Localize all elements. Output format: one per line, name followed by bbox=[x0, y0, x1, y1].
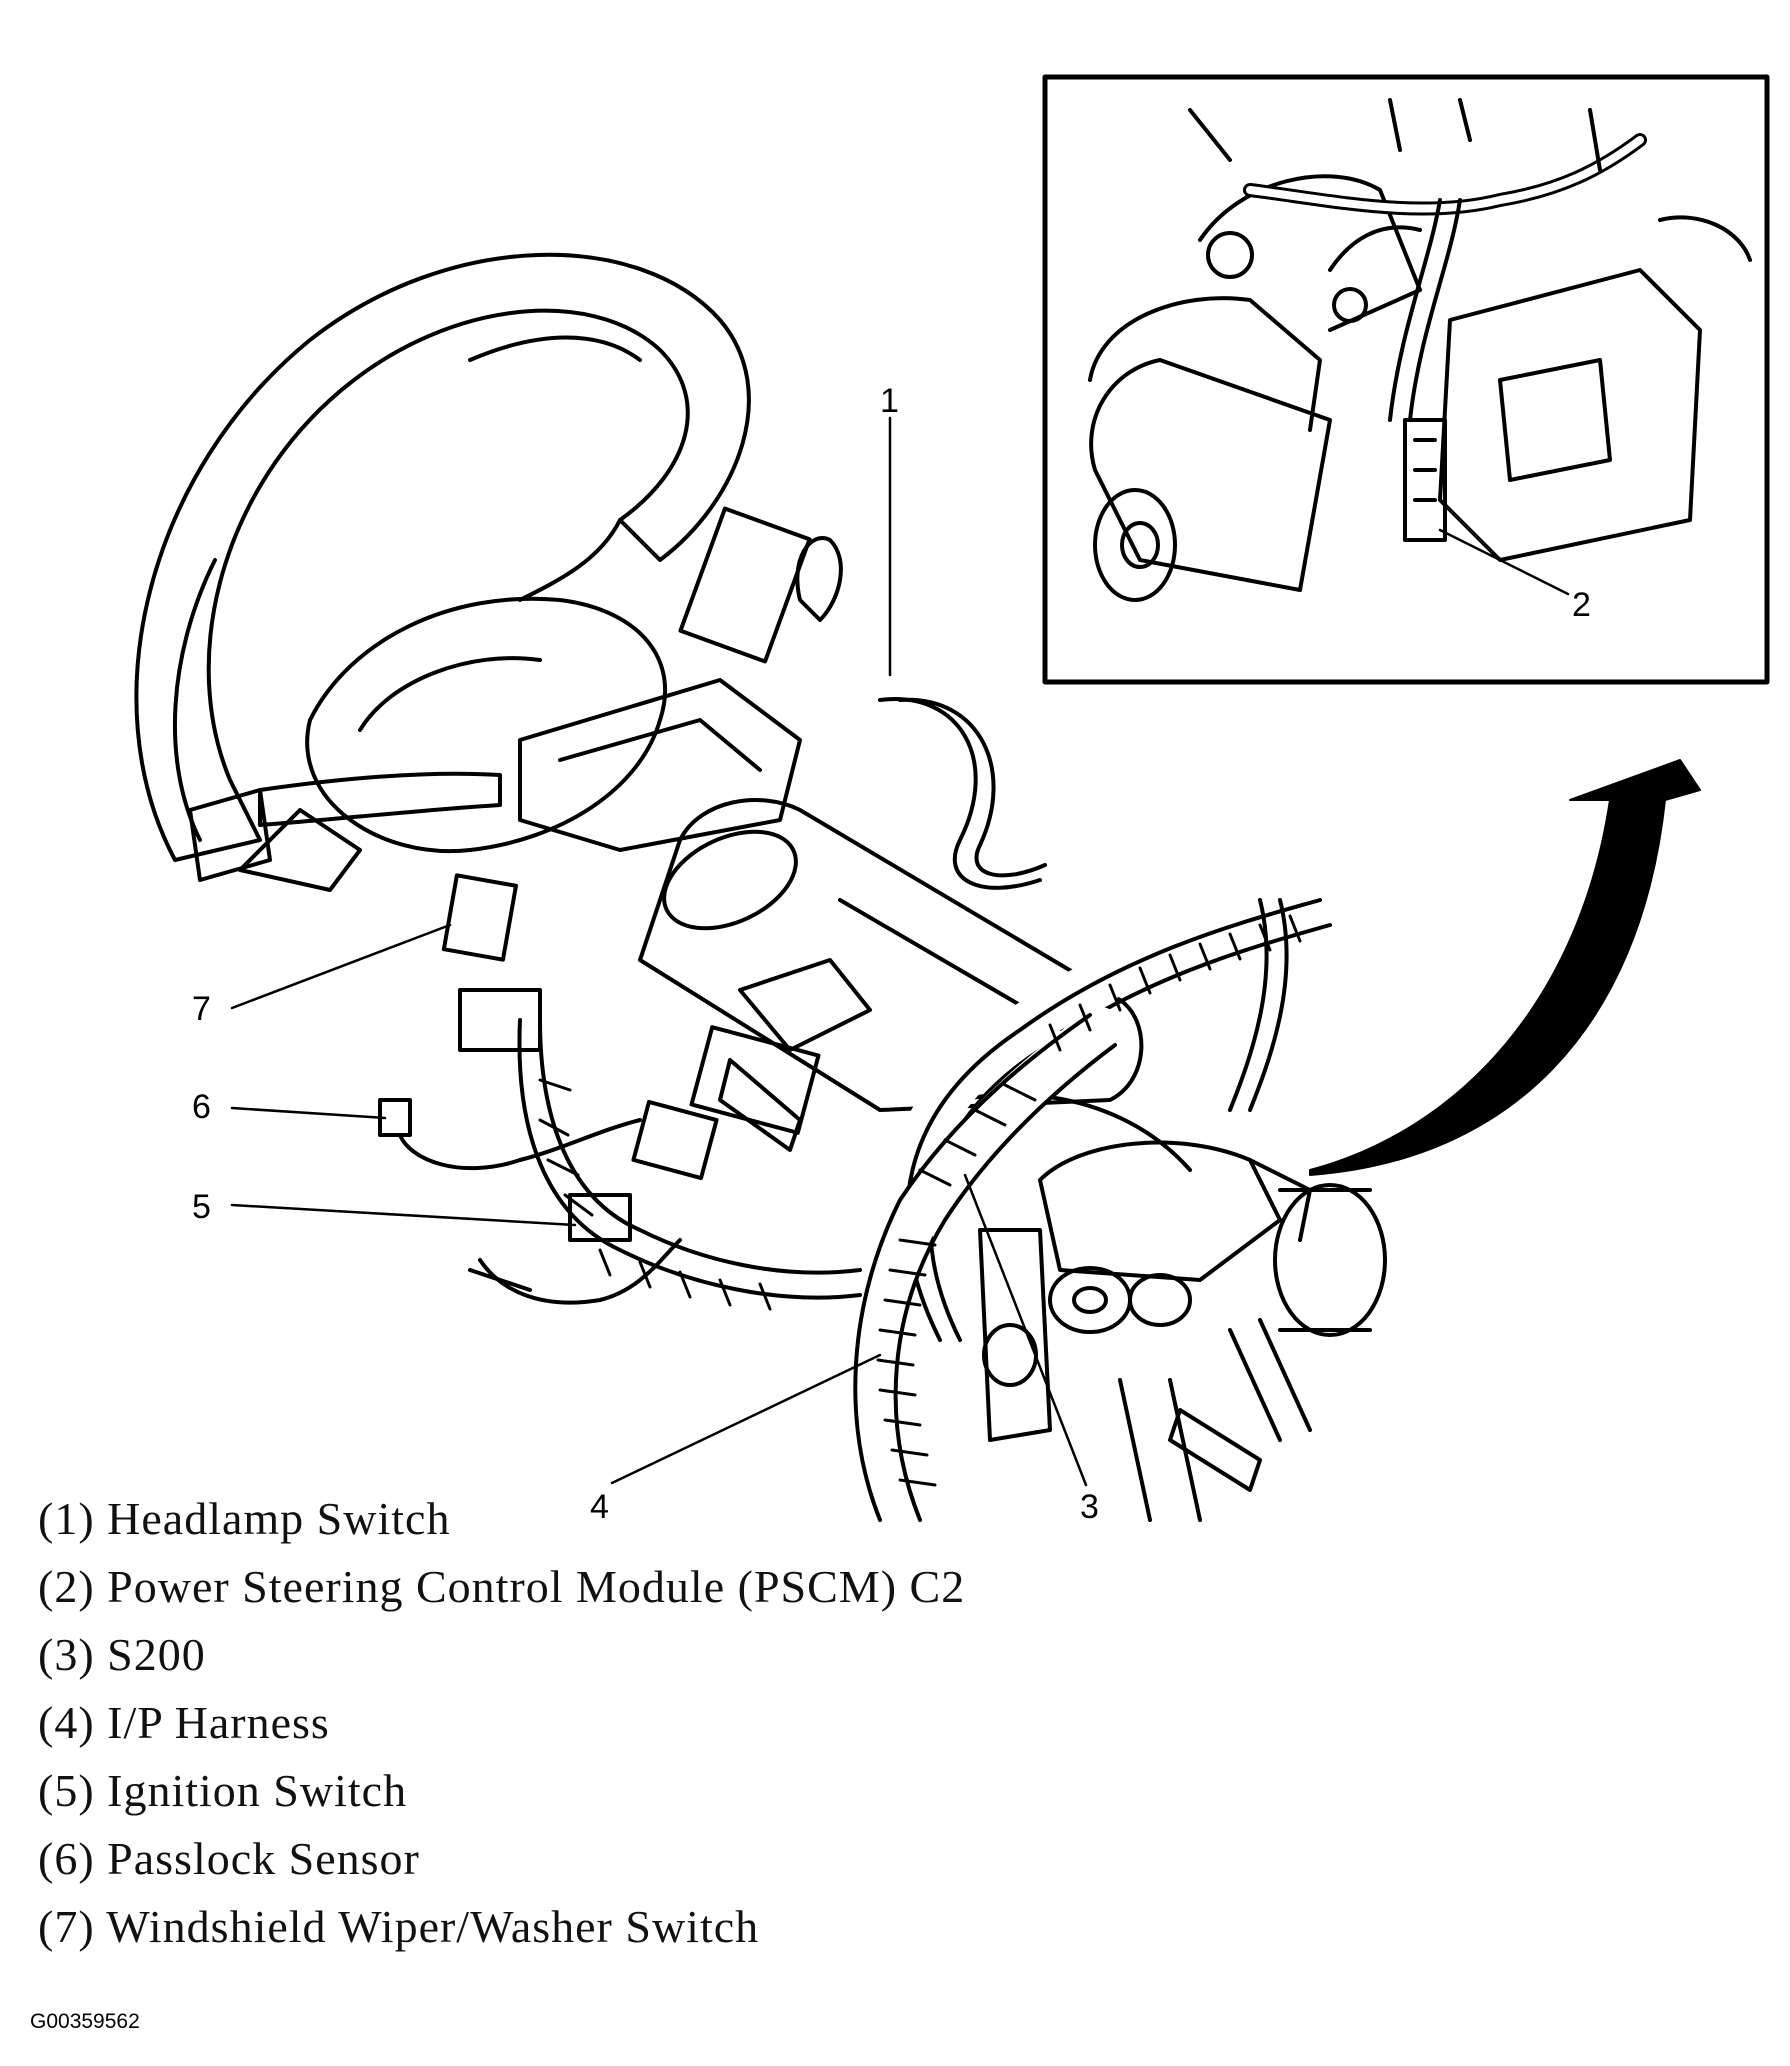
callout-3: 3 bbox=[1080, 1488, 1099, 1526]
legend-item-wiper-washer-switch: (7) Windshield Wiper/Washer Switch bbox=[38, 1901, 760, 1952]
legend-item-ip-harness: (4) I/P Harness bbox=[38, 1697, 330, 1748]
detail-arrow bbox=[1309, 759, 1701, 1176]
callout-2: 2 bbox=[1572, 586, 1591, 624]
switch-connectors bbox=[378, 873, 682, 1305]
legend-item-passlock-sensor: (6) Passlock Sensor bbox=[38, 1833, 420, 1884]
callout-7: 7 bbox=[192, 990, 211, 1028]
ip-harness bbox=[517, 697, 1343, 1543]
pscm-assembly bbox=[978, 1140, 1387, 1522]
legend-item-headlamp-switch: (1) Headlamp Switch bbox=[38, 1493, 451, 1544]
callout-5: 5 bbox=[192, 1188, 211, 1226]
legend-item-pscm-c2: (2) Power Steering Control Module (PSCM)… bbox=[38, 1561, 966, 1612]
inset-detail bbox=[1042, 74, 1770, 685]
legend: (1) Headlamp Switch (2) Power Steering C… bbox=[38, 1485, 1738, 1961]
steering-column-illustration: 1 2 3 4 5 6 7 bbox=[134, 74, 1770, 1543]
legend-item-s200: (3) S200 bbox=[38, 1629, 206, 1680]
steering-column bbox=[258, 506, 1192, 1181]
legend-item-ignition-switch: (5) Ignition Switch bbox=[38, 1765, 408, 1816]
callout-4: 4 bbox=[590, 1488, 609, 1526]
leader-lines bbox=[230, 416, 1570, 1487]
callout-6: 6 bbox=[192, 1088, 211, 1126]
callout-1: 1 bbox=[880, 382, 899, 420]
steering-wheel bbox=[134, 252, 751, 892]
figure-code: G00359562 bbox=[30, 2010, 140, 2033]
